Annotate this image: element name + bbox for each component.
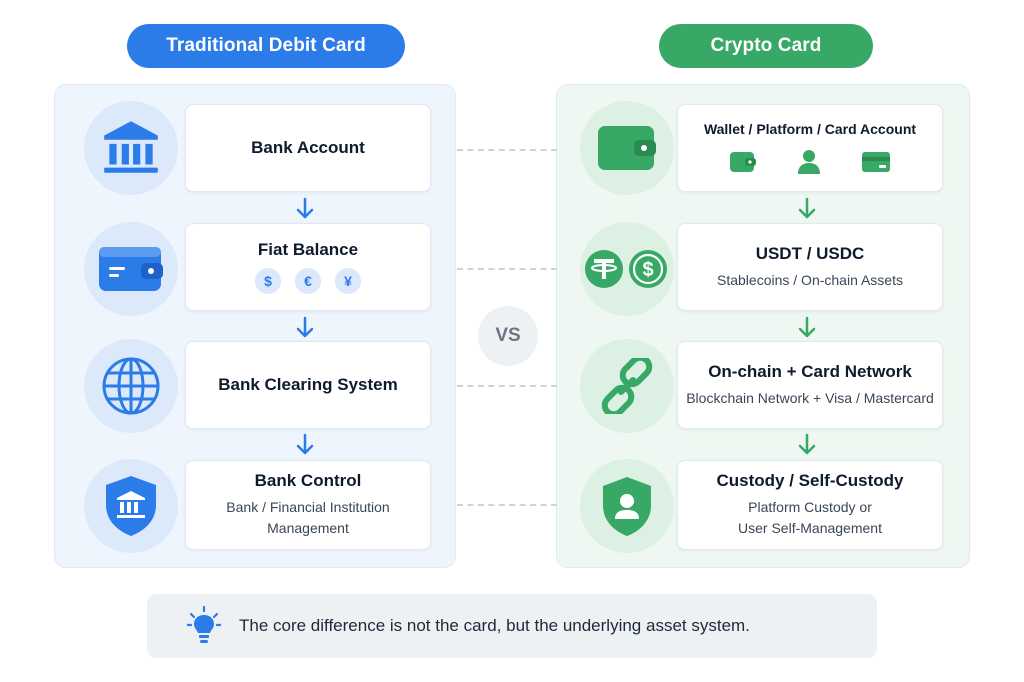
wallet-mini-icon [730, 152, 756, 172]
fiat-balance-title: Fiat Balance [257, 240, 359, 259]
custody-card: Custody / Self-Custody Platform Custody … [677, 460, 943, 550]
account-icons [729, 149, 891, 175]
fiat-balance-card: Fiat Balance $ € ¥ [185, 223, 431, 311]
arrow-down-icon [296, 433, 314, 455]
wallet-icon [580, 101, 674, 195]
wallet-platform-title: Wallet / Platform / Card Account [703, 121, 917, 137]
vs-badge: VS [478, 306, 538, 366]
arrow-down-icon [798, 433, 816, 455]
bank-clearing-card: Bank Clearing System [185, 341, 431, 429]
arrow-down-icon [296, 197, 314, 219]
globe-icon [84, 339, 178, 433]
bank-account-title: Bank Account [251, 138, 365, 157]
stablecoin-icons: $ [580, 222, 674, 316]
connector-line [457, 149, 557, 151]
arrow-down-icon [296, 316, 314, 338]
wallet-icon [84, 222, 178, 316]
onchain-network-sub: Blockchain Network + Visa / Mastercard [686, 389, 934, 406]
bank-control-card: Bank Control Bank / Financial Institutio… [185, 460, 431, 550]
arrow-down-icon [798, 197, 816, 219]
core-difference-note: The core difference is not the card, but… [147, 594, 877, 658]
bank-control-sub2: Management [267, 520, 349, 536]
usdt-usdc-sub: Stablecoins / On-chain Assets [717, 271, 903, 288]
dollar-icon: $ [255, 268, 281, 294]
onchain-network-title: On-chain + Card Network [708, 361, 912, 381]
connector-line [457, 385, 557, 387]
user-icon [798, 150, 820, 174]
usdt-usdc-title: USDT / USDC [755, 243, 865, 263]
currency-list: $ € ¥ [255, 268, 361, 294]
bank-control-title: Bank Control [254, 471, 362, 490]
custody-sub2: User Self-Management [738, 520, 882, 536]
chain-link-icon [580, 339, 674, 433]
lightbulb-icon [187, 606, 221, 643]
card-icon [862, 152, 890, 172]
custody-title: Custody / Self-Custody [716, 471, 904, 490]
wallet-platform-card: Wallet / Platform / Card Account [677, 104, 943, 192]
bank-icon [84, 101, 178, 195]
traditional-card-header: Traditional Debit Card [127, 24, 405, 68]
bank-control-sub1: Bank / Financial Institution [226, 499, 390, 515]
crypto-card-header: Crypto Card [659, 24, 873, 68]
custody-sub1: Platform Custody or [748, 499, 872, 515]
yen-icon: ¥ [335, 268, 361, 294]
onchain-network-card: On-chain + Card Network Blockchain Netwo… [677, 341, 943, 429]
shield-bank-icon [84, 459, 178, 553]
bank-account-card: Bank Account [185, 104, 431, 192]
bank-clearing-title: Bank Clearing System [218, 375, 398, 394]
connector-line [457, 504, 557, 506]
usdt-usdc-card: USDT / USDC Stablecoins / On-chain Asset… [677, 223, 943, 311]
euro-icon: € [295, 268, 321, 294]
core-difference-text: The core difference is not the card, but… [239, 616, 750, 635]
shield-user-icon [580, 459, 674, 553]
svg-text:$: $ [642, 259, 653, 281]
connector-line [457, 268, 557, 270]
arrow-down-icon [798, 316, 816, 338]
